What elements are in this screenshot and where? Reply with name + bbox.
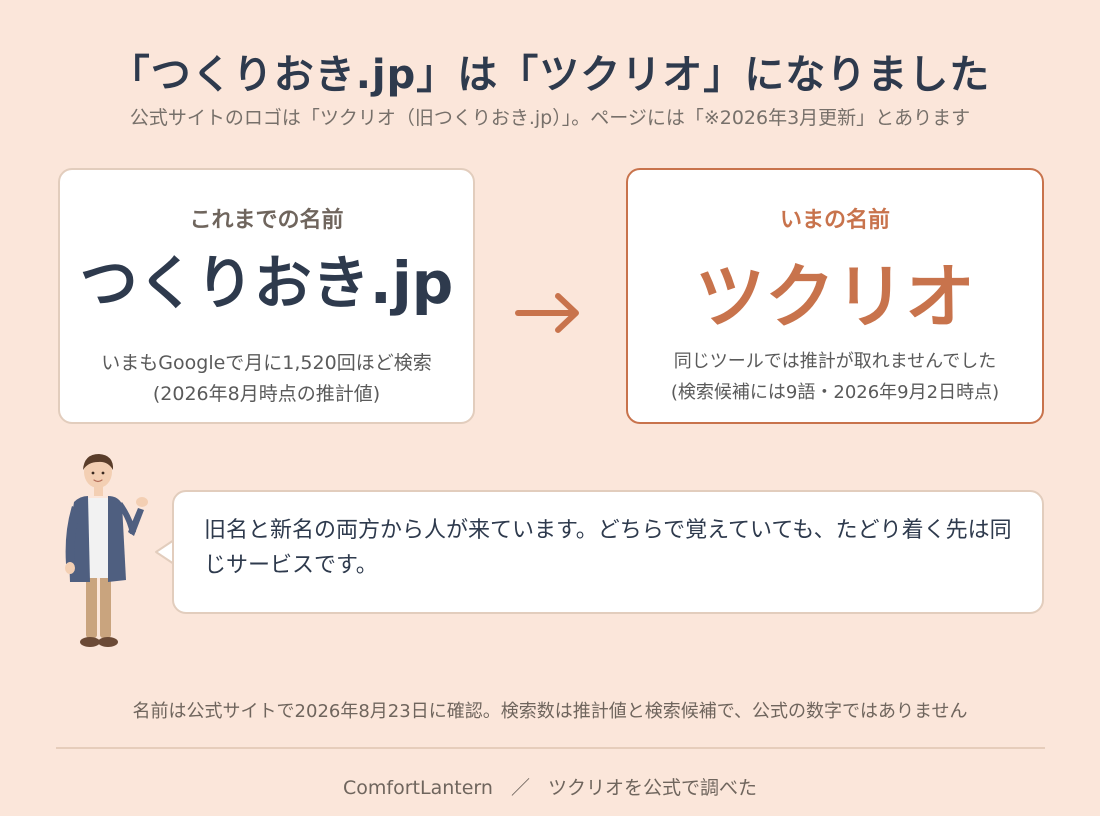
page-title: 「つくりおき.jp」は「ツクリオ」になりました (109, 52, 991, 98)
old-name-note: いまもGoogleで月に1,520回ほど検索 (2026年8月時点の推計値) (60, 348, 473, 410)
new-name: ツクリオ (695, 256, 975, 338)
credit-line: ComfortLantern ／ ツクリオを公式で調べた (0, 773, 1100, 800)
credit-caption: ツクリオを公式で調べた (547, 777, 757, 799)
page-subtitle: 公式サイトのロゴは「ツクリオ（旧つくりおき.jp）」。ページには「※2026年3… (129, 107, 971, 129)
old-name: つくりおき.jp (79, 249, 454, 317)
author-name: ComfortLantern (343, 777, 493, 799)
old-name-card: これまでの名前 つくりおき.jp いまもGoogleで月に1,520回ほど検索 … (58, 168, 475, 424)
new-name-note-line1: 同じツールでは推計が取れませんでした (673, 351, 997, 372)
speech-bubble: 旧名と新名の両方から人が来ています。どちらで覚えていても、たどり着く先は同じサー… (172, 490, 1044, 614)
new-name-label: いまの名前 (779, 208, 890, 233)
old-name-label: これまでの名前 (189, 208, 344, 233)
divider (56, 747, 1045, 749)
new-name-note-line2: (検索候補には9語・2026年9月2日時点) (670, 381, 1000, 403)
old-name-note-line2: (2026年8月時点の推計値) (152, 382, 381, 405)
right-arrow-icon (515, 293, 579, 333)
credit-separator: ／ (510, 777, 530, 799)
person-illustration (65, 454, 148, 647)
old-name-note-line1: いまもGoogleで月に1,520回ほど検索 (101, 352, 432, 374)
new-name-card: いまの名前 ツクリオ 同じツールでは推計が取れませんでした (検索候補には9語・… (626, 168, 1044, 424)
new-name-note: 同じツールでは推計が取れませんでした (検索候補には9語・2026年9月2日時点… (628, 347, 1042, 408)
footnote: 名前は公式サイトで2026年8月23日に確認。検索数は推計値と検索候補で、公式の… (132, 701, 968, 722)
